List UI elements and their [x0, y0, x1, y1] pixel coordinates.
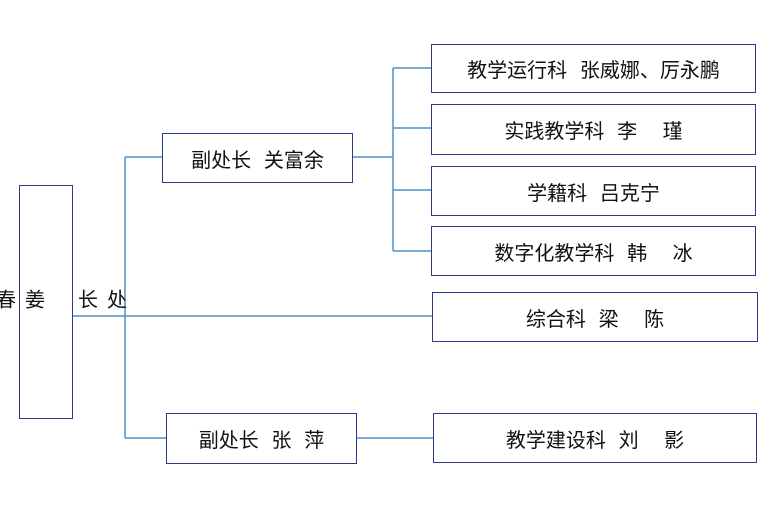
- dept-box-5: 综合科 梁 陈: [432, 292, 758, 342]
- director-label: 处 长 姜 春 平: [0, 289, 128, 315]
- dept-box-1: 教学运行科 张威娜、厉永鹏: [431, 44, 756, 93]
- dept-box-4: 数字化教学科 韩 冰: [431, 226, 756, 276]
- dept-box-2: 实践教学科 李 瑾: [431, 104, 756, 155]
- deputy-label-2: 副处长 张 萍: [198, 428, 325, 452]
- deputy-box-1: 副处长 关富余: [162, 133, 353, 183]
- dept-box-3: 学籍科 吕克宁: [431, 166, 756, 216]
- dept-label-1: 教学运行科 张威娜、厉永鹏: [467, 58, 720, 82]
- deputy-label-1: 副处长 关富余: [191, 147, 324, 172]
- dept-label-5: 综合科 梁 陈: [525, 306, 665, 331]
- deputy-box-2: 副处长 张 萍: [166, 413, 357, 464]
- director-box: 处 长 姜 春 平: [0, 185, 128, 419]
- dept-box-6: 教学建设科 刘 影: [433, 413, 757, 463]
- dept-label-2: 实践教学科 李 瑾: [504, 119, 683, 143]
- dept-label-6: 教学建设科 刘 影: [505, 427, 685, 452]
- dept-label-3: 学籍科 吕克宁: [527, 180, 660, 205]
- dept-label-4: 数字化教学科 韩 冰: [494, 240, 693, 265]
